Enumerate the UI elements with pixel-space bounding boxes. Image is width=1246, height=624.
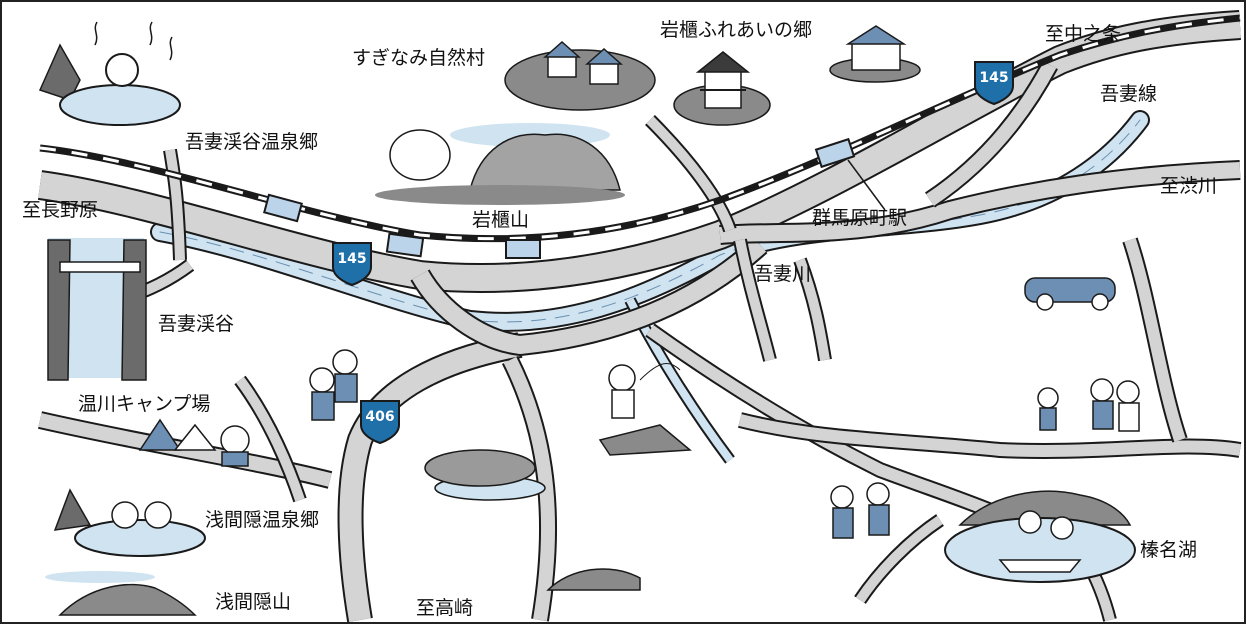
gunmaharamachi-station-marker xyxy=(814,137,856,169)
asamakakushi-mountain-illustration xyxy=(45,571,197,616)
agatsuma-onsen-label: 吾妻渓谷温泉郷 xyxy=(185,131,318,153)
route-145-south-number: 145 xyxy=(337,251,366,267)
route-145-north-shield: 145 xyxy=(974,61,1014,106)
route-406-number: 406 xyxy=(365,409,394,425)
station-marker xyxy=(505,239,541,259)
station-leader-line xyxy=(847,159,886,211)
agatsuma-gorge-label: 吾妻渓谷 xyxy=(158,313,234,335)
asamakakushi-mountain-label: 浅間隠山 xyxy=(215,591,291,613)
to-shibukawa-label: 至渋川 xyxy=(1160,175,1217,197)
route-406-shield: 406 xyxy=(360,400,400,445)
hikers-illustration xyxy=(309,349,358,421)
nurukawa-camp-label: 温川キャンプ場 xyxy=(78,393,210,415)
suginami-village-illustration xyxy=(504,40,656,111)
lake-haruna-illustration xyxy=(944,490,1136,583)
nurukawa-camp-illustration xyxy=(138,418,250,467)
couple-walkers-illustration xyxy=(830,482,890,539)
iwabitsu-mountain-illustration xyxy=(375,123,625,205)
car-illustration xyxy=(1024,277,1116,311)
to-naganohara-label: 至長野原 xyxy=(22,199,98,221)
iwabitsu-mountain-label: 岩櫃山 xyxy=(472,209,529,231)
agatsuma-gorge-illustration xyxy=(47,238,147,381)
gunmaharamachi-station-label: 群馬原町駅 xyxy=(812,207,907,229)
agatsuma-onsen-illustration xyxy=(38,21,181,126)
to-nakanojo-label: 至中之条 xyxy=(1045,23,1121,45)
agatsuma-river-label: 吾妻川 xyxy=(754,263,811,285)
asamakakushi-onsen-illustration xyxy=(53,488,206,557)
station-marker xyxy=(385,232,425,258)
fisherman-illustration xyxy=(598,362,692,456)
lake-haruna-label: 榛名湖 xyxy=(1140,539,1197,561)
iwabitsu-fureai-label: 岩櫃ふれあいの郷 xyxy=(660,19,812,41)
family-walkers-illustration xyxy=(1037,378,1140,432)
station-marker xyxy=(263,193,303,223)
asamakakushi-onsen-label: 浅間隠温泉郷 xyxy=(205,509,319,531)
forest-pond-illustration xyxy=(424,449,546,501)
small-mountain-illustration xyxy=(546,568,641,591)
to-takasaki-label: 至高崎 xyxy=(416,597,473,619)
suginami-village-label: すぎなみ自然村 xyxy=(352,47,485,69)
agatsuma-line-label: 吾妻線 xyxy=(1100,83,1157,105)
fureai-house-illustration xyxy=(829,25,921,83)
route-145-north-number: 145 xyxy=(979,70,1008,86)
route-145-south-shield: 145 xyxy=(332,242,372,287)
iwabitsu-fureai-castle-illustration xyxy=(673,51,771,126)
